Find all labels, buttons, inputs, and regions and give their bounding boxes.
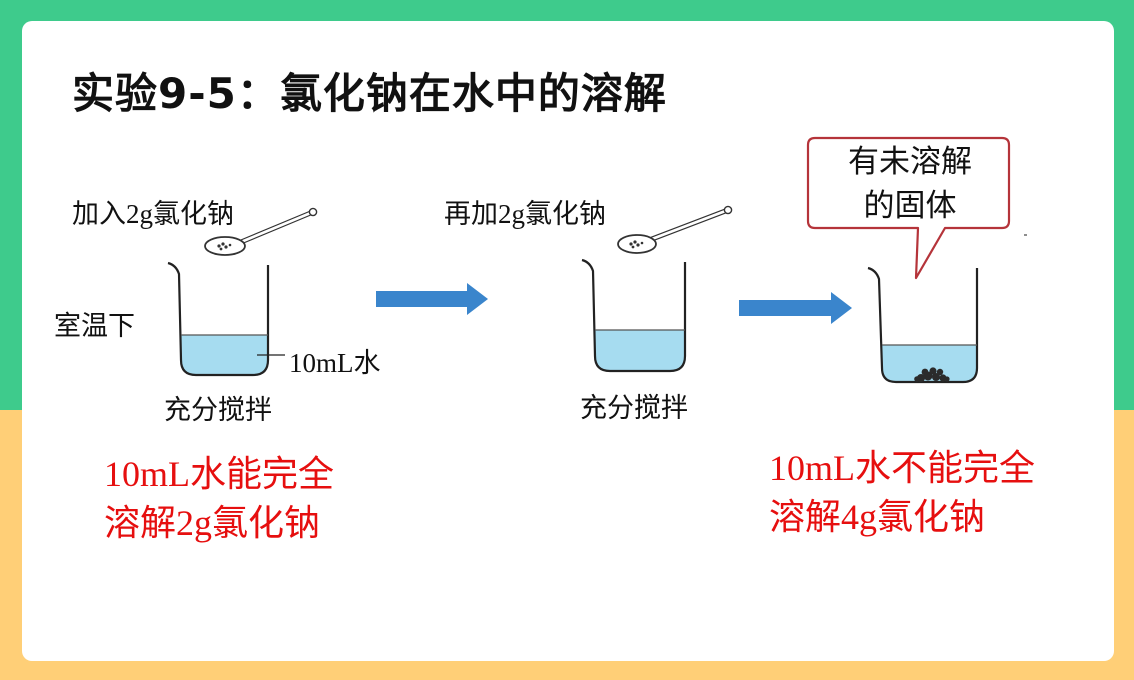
conclusion-right: 10mL水不能完全 溶解4g氯化钠 xyxy=(769,444,1035,542)
beaker-2-water xyxy=(595,330,685,371)
conclusion-left-line-1: 10mL水能完全 xyxy=(104,454,335,495)
step2-add-label: 再加2g氯化钠 xyxy=(444,199,606,230)
bubble-line-1: 有未溶解 xyxy=(848,144,972,180)
room-temperature-label: 室温下 xyxy=(54,311,135,342)
step1-stir-label: 充分搅拌 xyxy=(164,395,272,426)
conclusion-left: 10mL水能完全 溶解2g氯化钠 xyxy=(104,450,334,548)
beaker-3 xyxy=(867,266,979,384)
undissolved-solid xyxy=(914,367,950,382)
slide-title: 实验9-5：氯化钠在水中的溶解 xyxy=(72,69,667,118)
conclusion-right-line-1: 10mL水不能完全 xyxy=(769,448,1036,489)
conclusion-left-line-2: 溶解2g氯化钠 xyxy=(104,503,321,544)
beaker-1-water xyxy=(181,335,268,375)
beaker-3-water xyxy=(882,345,977,382)
conclusion-right-line-2: 溶解4g氯化钠 xyxy=(769,497,986,538)
beaker-1 xyxy=(167,261,285,377)
arrow-1-icon xyxy=(376,283,488,315)
spoon-2-icon xyxy=(617,205,733,254)
beaker-2 xyxy=(581,258,687,373)
spoon-1-icon xyxy=(204,207,318,256)
speech-bubble xyxy=(806,136,1011,280)
step2-stir-label: 充分搅拌 xyxy=(580,393,688,424)
water-volume-label: 10mL水 xyxy=(289,348,381,379)
bubble-text: 有未溶解 的固体 xyxy=(812,140,1008,228)
arrow-2-icon xyxy=(739,292,852,324)
step1-add-label: 加入2g氯化钠 xyxy=(72,199,234,230)
bubble-line-2: 的固体 xyxy=(863,188,957,224)
